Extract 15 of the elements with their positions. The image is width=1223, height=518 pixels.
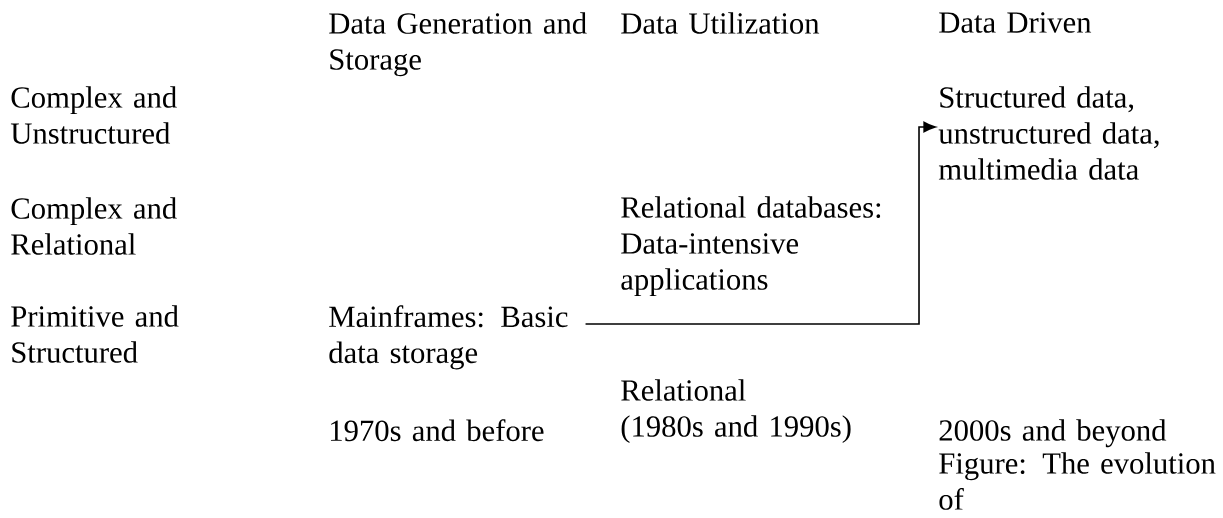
table-label: Data Utilization	[621, 12, 820, 34]
table-label: Complex and Relational	[11, 197, 177, 255]
table-label: Complex and Unstructured	[10, 86, 177, 144]
table-label: Primitive and Structured	[11, 305, 179, 363]
table-label: Relational databases: Data-intensive applications	[621, 196, 881, 297]
table-label: (1980s and 1990s)	[621, 415, 851, 444]
cell-text: Mainframes: Basic data storage	[329, 305, 568, 370]
arrow	[584, 121, 936, 325]
table-label: 1970s and before	[330, 419, 544, 442]
table-label: Relational	[621, 379, 746, 401]
table-label: Data Driven	[939, 12, 1092, 33]
table-label: Data Generation and Storage	[329, 12, 587, 77]
table-label: 2000s and beyond	[939, 419, 1167, 448]
cell-text: Structured data, unstructured data, multimedia data	[938, 86, 1159, 180]
caption: Figure: The evolution of	[939, 452, 1216, 510]
